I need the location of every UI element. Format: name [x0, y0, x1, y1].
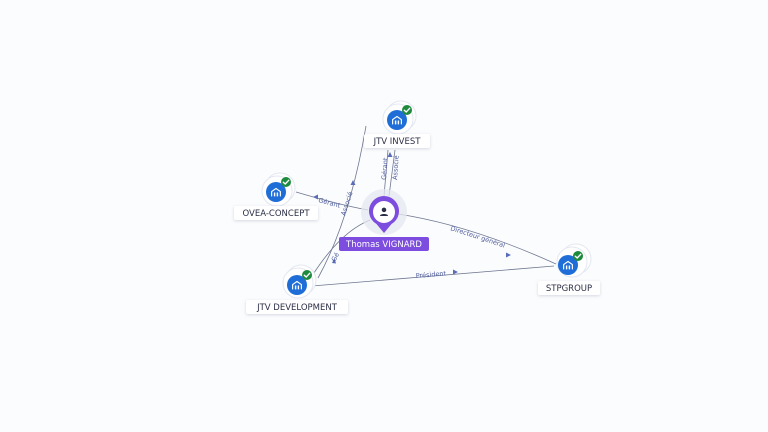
company-node-stpgroup[interactable]: STPGROUP: [538, 243, 600, 295]
edge-label-ge-development: Gé: [330, 251, 341, 263]
node-label-box: [246, 300, 348, 314]
node-label: JTV INVEST: [373, 137, 422, 147]
edge-label-gerant-invest: Gérant: [380, 157, 390, 180]
company-icon-bg: [387, 110, 407, 130]
edge-jtv-development-stpgroup[interactable]: [311, 265, 555, 287]
arrow-icon: [506, 252, 511, 258]
verified-badge: [402, 105, 412, 115]
node-label: OVEA-CONCEPT: [242, 209, 310, 219]
verified-badge: [573, 251, 583, 261]
edge-person-jtv-invest-1[interactable]: [383, 149, 389, 197]
node-label: JTV DEVELOPMENT: [256, 303, 338, 313]
edge-arrows: [313, 152, 511, 275]
edge-person-stpgroup[interactable]: [397, 213, 557, 265]
company-icon-bg: [558, 255, 578, 275]
edge-person-jtv-invest-2[interactable]: [388, 149, 396, 197]
edge-label-associe-development: Associé: [339, 191, 354, 217]
person-label-box: [339, 237, 429, 251]
arrow-icon: [453, 269, 458, 275]
edge-label-gerant-ovea: Gérant: [317, 196, 341, 210]
node-label-box: [364, 134, 430, 148]
arrow-icon: [313, 194, 318, 200]
node-label-box: [538, 281, 600, 295]
arrow-icon: [387, 152, 393, 157]
company-node-ovea-concept[interactable]: OVEA-CONCEPT: [234, 172, 318, 220]
arrow-icon: [332, 258, 336, 264]
company-icon-bg: [287, 275, 307, 295]
edge-label-associe-invest: Associé: [391, 155, 401, 180]
company-node-jtv-invest[interactable]: JTV INVEST: [364, 100, 430, 148]
verified-badge: [281, 177, 291, 187]
arrow-icon: [350, 180, 356, 185]
person-label: Thomas VIGNARD: [345, 240, 422, 250]
edge-jtv-development-jtv-invest[interactable]: [317, 125, 367, 279]
edge-label-directeur-general: Directeur général: [449, 224, 506, 249]
edge-label-president: Président: [415, 269, 446, 280]
company-node-jtv-development[interactable]: JTV DEVELOPMENT: [246, 264, 348, 314]
company-icon-bg: [266, 182, 286, 202]
person-node[interactable]: Thomas VIGNARD: [339, 189, 429, 251]
node-label-box: [234, 206, 318, 220]
verified-badge: [302, 270, 312, 280]
node-label: STPGROUP: [546, 284, 592, 294]
edge-labels: Gérant Associé Gérant Gé Associé Directe…: [317, 155, 506, 280]
